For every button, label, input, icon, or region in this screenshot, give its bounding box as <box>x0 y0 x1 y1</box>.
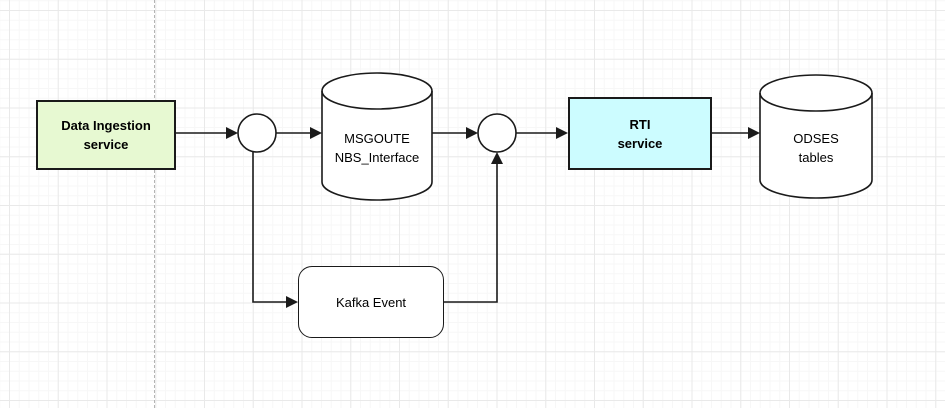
edge-kafka-to-junction2[interactable] <box>444 152 503 303</box>
cylinder-body[interactable] <box>321 72 433 201</box>
data-ingestion-label: Data Ingestion service <box>61 118 151 152</box>
node-rti-service[interactable]: RTI service <box>568 97 712 170</box>
msgoute-label: MSGOUTE NBS_Interface <box>334 131 420 165</box>
odses-label: ODSES tables <box>793 131 839 165</box>
node-data-ingestion-service[interactable]: Data Ingestion service <box>36 100 176 170</box>
cylinder-rim <box>321 90 433 110</box>
node-msgoute-cylinder[interactable] <box>321 72 433 201</box>
node-odses-cylinder[interactable] <box>759 74 873 199</box>
cylinder-body[interactable] <box>759 74 873 199</box>
node-kafka-event[interactable]: Kafka Event <box>298 266 444 338</box>
node-junction-1[interactable] <box>237 113 277 153</box>
page-boundary-line <box>154 0 155 408</box>
kafka-label: Kafka Event <box>335 294 407 310</box>
cylinder-rim <box>759 92 873 112</box>
edge-junction1-to-kafka[interactable] <box>252 151 298 308</box>
node-junction-2[interactable] <box>477 113 517 153</box>
rti-label: RTI service <box>617 116 663 151</box>
